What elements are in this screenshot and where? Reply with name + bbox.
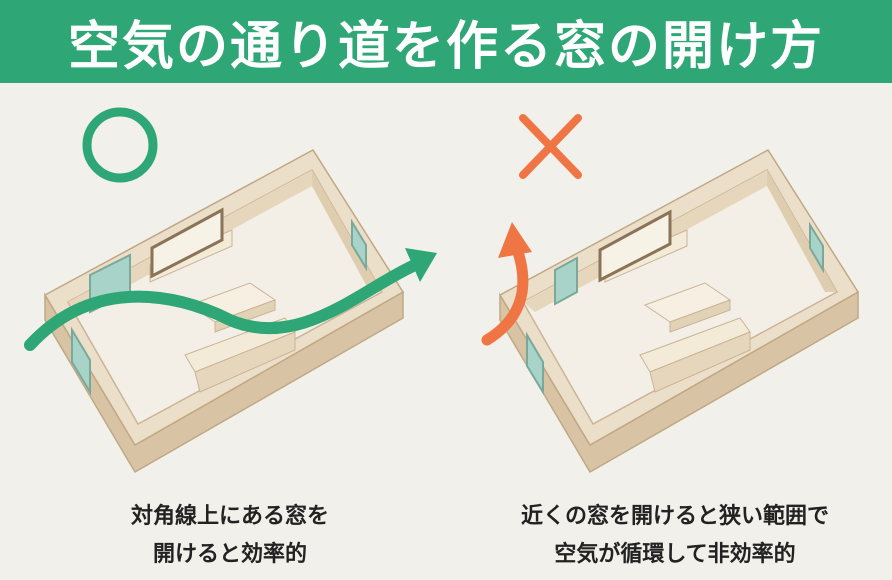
- window: [526, 331, 544, 396]
- window: [554, 256, 578, 306]
- cross-bad-icon: [519, 114, 582, 179]
- window: [598, 209, 672, 283]
- caption-good-line1: 対角線上にある窓を: [130, 504, 329, 529]
- airflow-arrow-short-icon: [481, 222, 532, 346]
- title-banner: 空気の通り道を作る窓の開け方: [0, 0, 892, 83]
- window: [809, 221, 824, 274]
- caption-bad-line1: 近くの窓を開けると狭い範囲で: [520, 504, 829, 529]
- window: [71, 326, 91, 396]
- caption-bad: 近くの窓を開けると狭い範囲で 空気が循環して非効率的: [465, 498, 885, 574]
- circle-good-icon: [82, 107, 158, 183]
- page-title: 空気の通り道を作る窓の開け方: [67, 17, 824, 77]
- room-bad: [499, 149, 859, 473]
- airflow-arrow-diagonal-icon: [24, 248, 437, 351]
- window: [351, 218, 367, 272]
- caption-good-line2: 開けると効率的: [152, 542, 307, 567]
- caption-bad-line2: 空気が循環して非効率的: [554, 542, 796, 567]
- illustration: [24, 107, 859, 473]
- window: [150, 207, 224, 279]
- caption-good: 対角線上にある窓を 開けると効率的: [60, 498, 400, 574]
